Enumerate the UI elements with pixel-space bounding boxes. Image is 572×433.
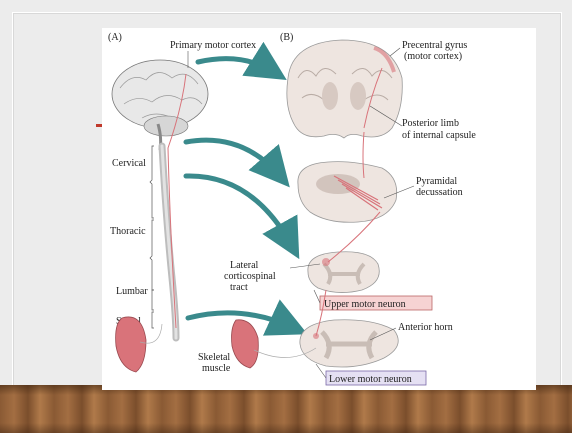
arrow-medulla (186, 140, 280, 176)
upper-motor-neuron-label: Upper motor neuron (324, 299, 406, 310)
lower-motor-neuron-label: Lower motor neuron (329, 374, 412, 385)
cervical-label: Cervical (112, 158, 146, 169)
motor-pathway-diagram: (A) (B) Cervical (102, 28, 536, 390)
muscle-label: muscle (202, 363, 231, 374)
decussation-label: decussation (416, 187, 463, 198)
motor-cortex-label: (motor cortex) (404, 51, 462, 62)
corticospinal-label: corticospinal (224, 271, 276, 282)
motor-pathway-figure: (A) (B) Cervical (102, 28, 536, 390)
arrow-cortex (198, 59, 274, 72)
primary-motor-cortex-label: Primary motor cortex (170, 40, 256, 51)
region-braces (150, 146, 154, 328)
panel-a-label: (A) (108, 32, 122, 43)
arrow-lateral-tract (186, 176, 292, 246)
panel-b-label: (B) (280, 32, 293, 43)
wood-floor-shade (0, 385, 572, 433)
tract-label: tract (230, 282, 248, 293)
cervical-cord-section (308, 212, 380, 293)
posterior-limb-label: Posterior limb (402, 118, 459, 129)
medulla-section (298, 132, 397, 222)
lumbar-label: Lumbar (116, 286, 148, 297)
lateral-label: Lateral (230, 260, 259, 271)
anterior-horn-label: Anterior horn (398, 322, 453, 333)
pyramidal-label: Pyramidal (416, 176, 457, 187)
thoracic-label: Thoracic (110, 226, 146, 237)
precentral-gyrus-label: Precentral gyrus (402, 40, 467, 51)
skeletal-muscle-a (116, 317, 162, 372)
coronal-brain-section (287, 40, 402, 138)
brain-illustration (112, 60, 208, 150)
internal-capsule-label: of internal capsule (402, 130, 476, 141)
skeletal-label: Skeletal (198, 352, 230, 363)
